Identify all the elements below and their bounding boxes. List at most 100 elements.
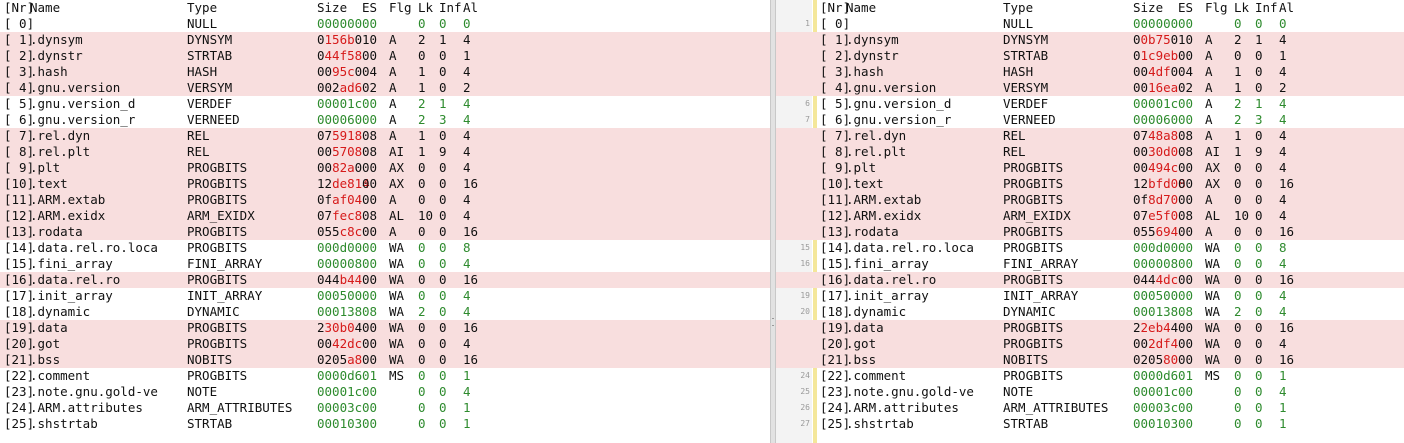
section-size: 000d00 — [317, 240, 362, 256]
section-index: [ 4] — [4, 80, 35, 95]
section-align: 4 — [463, 112, 471, 127]
section-align: 16 — [1279, 224, 1295, 239]
section-name: .note.gnu.gold-ve — [846, 384, 974, 399]
section-size: 0016ea — [1133, 80, 1178, 96]
section-size: 07fec8 — [317, 208, 362, 224]
splitter-grip[interactable] — [772, 318, 774, 326]
section-entsize: 02 — [362, 80, 378, 95]
section-flags: AX — [1205, 160, 1221, 175]
section-type: VERSYM — [1003, 80, 1049, 95]
size-diff: 494c — [1148, 160, 1179, 175]
section-name: .rel.plt — [30, 144, 91, 159]
section-name: .got — [30, 336, 61, 351]
section-size: 0205a8 — [317, 352, 362, 368]
pane-splitter[interactable] — [770, 0, 776, 443]
section-flags: AX — [389, 176, 405, 191]
section-entsize: 00 — [1178, 48, 1194, 63]
section-size: 044b44 — [317, 272, 362, 288]
section-link: 2 — [418, 32, 426, 47]
section-entsize: 00 — [1178, 384, 1194, 399]
size-same: 0000d6 — [1133, 368, 1179, 383]
section-type: VERNEED — [187, 112, 240, 127]
section-name: .data.rel.ro — [846, 272, 937, 287]
section-info: 0 — [1255, 176, 1263, 191]
section-type: PROGBITS — [1003, 240, 1064, 255]
section-entsize: 00 — [1178, 16, 1194, 31]
section-info: 0 — [439, 320, 447, 335]
section-entsize: 00 — [362, 160, 378, 175]
right-pane[interactable]: 1234567891011121314151618192021222324252… — [776, 0, 1404, 443]
section-index: [14] — [820, 240, 851, 255]
section-type: ARM_EXIDX — [1003, 208, 1071, 223]
section-size: 00494c — [1133, 160, 1178, 176]
size-same: 00 — [1133, 144, 1149, 159]
section-info: 0 — [1255, 240, 1263, 255]
section-index: [ 3] — [4, 64, 35, 79]
size-diff: fec8 — [332, 208, 363, 223]
section-link: 10 — [418, 208, 434, 223]
size-tail: 0 — [1170, 32, 1179, 47]
size-same: 044 — [1133, 272, 1156, 287]
line-number: 27 — [800, 419, 810, 428]
size-same: 07 — [1133, 128, 1149, 143]
header-inf: Inf — [439, 0, 462, 15]
header-lk: Lk — [418, 0, 434, 15]
section-type: PROGBITS — [1003, 176, 1064, 191]
size-tail: 4 — [354, 320, 363, 335]
